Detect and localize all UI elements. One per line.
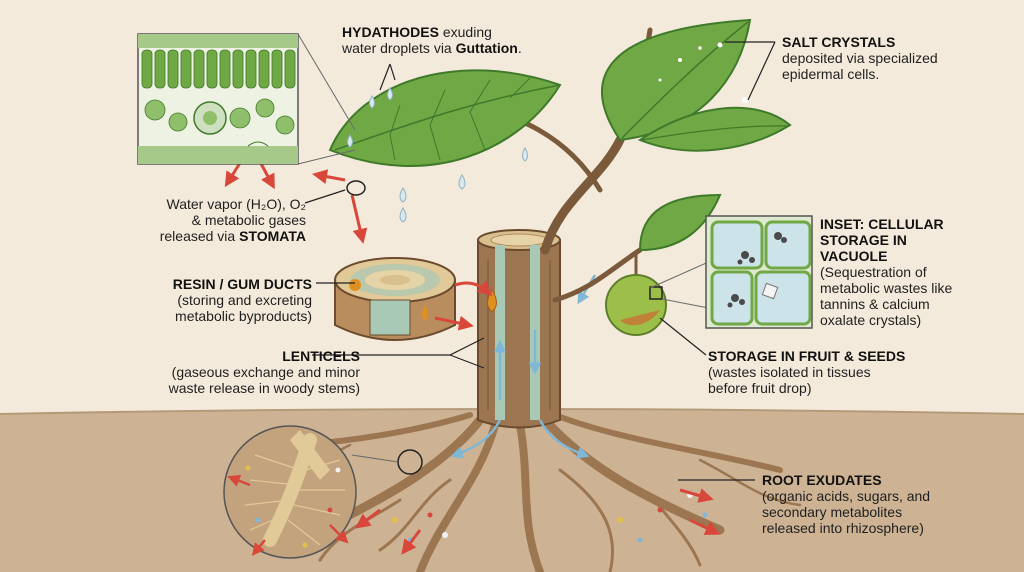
vacuole-inset — [705, 215, 813, 329]
salt-crystals-line3: epidermal cells. — [782, 66, 880, 82]
root-exudate-arrows — [355, 488, 721, 555]
lenticels-label: LENTICELS (gaseous exchange and minor wa… — [102, 348, 360, 396]
root-exudates-line2: (organic acids, sugars, and — [762, 488, 931, 504]
vacuole-title-3: VACUOLE — [820, 248, 888, 264]
hydathodes-line2-end: . — [517, 40, 522, 56]
resin-ducts-line3: metabolic byproducts) — [175, 308, 312, 324]
lenticels-title: LENTICELS — [282, 348, 360, 364]
root-exudates-line3: secondary metabolites — [762, 504, 903, 520]
vacuole-line6: tannins & calcium — [820, 296, 930, 312]
salt-crystals-label: SALT CRYSTALS deposited via specialized … — [782, 34, 938, 82]
trunk — [477, 229, 561, 429]
resin-ducts-line2: (storing and excreting — [177, 292, 312, 308]
hydathodes-title: HYDATHODES — [342, 24, 439, 40]
leaf-cross-section-inset — [137, 33, 299, 165]
lenticels-line2: (gaseous exchange and minor — [171, 364, 360, 380]
label-pointers — [304, 41, 776, 481]
root-magnifier-inset — [223, 425, 357, 559]
resin-ducts-label: RESIN / GUM DUCTS (storing and excreting… — [148, 276, 312, 324]
root-leader-line — [351, 454, 399, 463]
trunk-cross-section — [334, 257, 456, 341]
vacuole-line7: oxalate crystals) — [820, 312, 922, 328]
stomata-label: Water vapor (H₂O), O₂ & metabolic gases … — [142, 196, 306, 244]
vacuole-title-1: INSET: CELLULAR — [820, 216, 944, 232]
vacuole-title-2: STORAGE IN — [820, 232, 907, 248]
root-exudates-label: ROOT EXUDATES (organic acids, sugars, an… — [762, 472, 930, 536]
vacuole-label: INSET: CELLULAR STORAGE IN VACUOLE (Sequ… — [820, 216, 952, 328]
fruit-storage-title: STORAGE IN FRUIT & SEEDS — [708, 348, 906, 364]
lenticels-line3: waste release in woody stems) — [168, 380, 360, 396]
small-leaf — [638, 193, 722, 252]
hydathodes-label: HYDATHODES exuding water droplets via Gu… — [342, 24, 522, 56]
sap-flow-arrows — [450, 274, 597, 459]
fruit — [605, 255, 667, 336]
vacuole-line4: (Sequestration of — [820, 264, 927, 280]
stomata-line3: released via — [159, 228, 240, 244]
stomata-term: STOMATA — [239, 228, 306, 244]
hydathodes-title-rest: exuding — [438, 24, 492, 40]
root-exudates-line4: released into rhizosphere) — [762, 520, 924, 536]
water-droplets — [347, 87, 528, 223]
stoma-marker — [346, 180, 366, 196]
root-exudates-title: ROOT EXUDATES — [762, 472, 882, 488]
resin-ducts-title: RESIN / GUM DUCTS — [172, 276, 312, 292]
salt-crystals-line2: deposited via specialized — [782, 50, 938, 66]
resin-arrows — [434, 280, 493, 331]
stomata-line2: & metabolic gases — [191, 212, 306, 228]
guttation-term: Guttation — [455, 40, 518, 56]
hydathodes-line2: water droplets via — [342, 40, 456, 56]
fruit-storage-line3: before fruit drop) — [708, 380, 812, 396]
fruit-storage-line2: (wastes isolated in tissues — [708, 364, 871, 380]
salt-crystals-title: SALT CRYSTALS — [782, 34, 896, 50]
fruit-storage-label: STORAGE IN FRUIT & SEEDS (wastes isolate… — [708, 348, 905, 396]
stomata-line1: Water vapor (H₂O), O₂ — [166, 196, 306, 212]
vacuole-line5: metabolic wastes like — [820, 280, 953, 296]
right-leaf — [637, 97, 792, 152]
